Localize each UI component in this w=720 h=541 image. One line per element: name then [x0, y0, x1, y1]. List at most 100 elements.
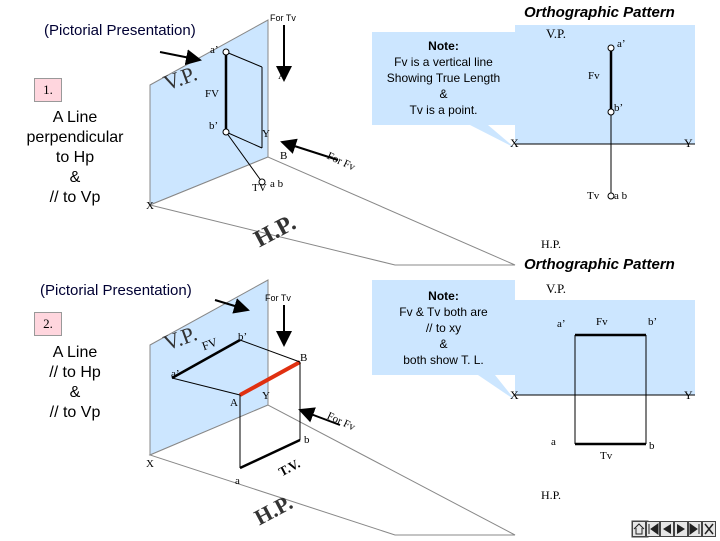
- description-2: A Line // to Hp & // to Vp: [10, 343, 140, 423]
- ortho-label-ab-1: a b: [614, 190, 628, 202]
- fv-line-2: [171, 338, 241, 380]
- point-b-dash-1: [222, 128, 230, 136]
- last-icon[interactable]: [688, 521, 702, 537]
- description-line: // to Vp: [49, 404, 101, 421]
- label-a-2: a: [235, 475, 240, 487]
- label-b-dash-2: b’: [238, 331, 248, 343]
- tv-line-2: [239, 438, 301, 470]
- note-line: &: [439, 337, 448, 351]
- description-line: to Hp: [55, 149, 95, 166]
- ortho-label-fv-1: Fv: [588, 70, 600, 82]
- arrow-for-fv-1: [280, 138, 339, 161]
- note-bubble-1: [372, 32, 515, 148]
- for-tv-label-2: For Tv: [265, 293, 291, 303]
- ortho-vp-label-1: V.P.: [546, 26, 567, 41]
- projector-b-2: [239, 339, 301, 363]
- description-line: // to Hp: [49, 364, 101, 381]
- ortho-point-tv-1: [607, 192, 615, 200]
- description-line: A Line: [52, 344, 98, 361]
- description-line: // to Vp: [49, 189, 101, 206]
- description-line: perpendicular: [26, 129, 124, 146]
- projector-a-2: [171, 377, 241, 396]
- label-b-2: b: [304, 434, 310, 446]
- pictorial-title-1: (Pictorial Presentation): [44, 22, 196, 39]
- label-ab: a b: [270, 178, 284, 190]
- ortho-point-b-dash-1: [607, 108, 615, 116]
- end-icon[interactable]: [702, 521, 716, 537]
- ortho-title-2: Orthographic Pattern: [524, 256, 675, 273]
- note-line: &: [439, 87, 448, 101]
- note-line: // to xy: [425, 321, 462, 335]
- ortho-label-b-2: b: [649, 440, 655, 452]
- ortho-label-Y-1: Y: [684, 136, 693, 150]
- ortho-title-1: Orthographic Pattern: [524, 4, 675, 21]
- note-heading: Note:: [428, 289, 459, 303]
- pointer-arrow-1: [159, 49, 202, 66]
- point-tv-1: [258, 178, 266, 186]
- ortho-label-tv-1: Tv: [587, 190, 600, 202]
- first-icon[interactable]: [646, 521, 660, 537]
- note-heading: Note:: [428, 39, 459, 53]
- note-line: Tv is a point.: [409, 103, 478, 117]
- ortho-label-tv-2: Tv: [600, 450, 613, 462]
- ortho-label-b-dash-1: b’: [614, 102, 624, 114]
- pointer-arrow-2: [214, 298, 250, 314]
- pictorial-title-2: (Pictorial Presentation): [40, 282, 192, 299]
- projector-b-1: [225, 131, 263, 149]
- description-1: A Line perpendicular to Hp & // to Vp: [10, 108, 140, 208]
- ortho-label-fv-2: Fv: [596, 316, 608, 328]
- ortho-label-a-2: a: [551, 436, 556, 448]
- ortho-hp-label-1: H.P.: [541, 237, 562, 251]
- ortho-label-Y-2: Y: [684, 388, 693, 402]
- label-b-dash: b’: [209, 120, 219, 132]
- ortho-hp-1: [515, 144, 695, 234]
- ortho-label-X-1: X: [510, 136, 519, 150]
- ortho-hp-2: [515, 395, 695, 485]
- next-icon[interactable]: [674, 521, 688, 537]
- label-a-dash: a’: [210, 44, 219, 56]
- arrow-for-fv-2: [298, 407, 341, 426]
- note-1: Note: Fv is a vertical line Showing True…: [372, 38, 515, 118]
- label-X: X: [146, 200, 154, 212]
- hp-plane-1: [148, 156, 516, 266]
- description-line: &: [69, 384, 81, 401]
- prev-icon[interactable]: [660, 521, 674, 537]
- note-line: Fv & Tv both are: [399, 305, 488, 319]
- ortho-label-X-2: X: [510, 388, 519, 402]
- ortho-vp-2: [515, 300, 695, 395]
- note-2: Note: Fv & Tv both are // to xy & both s…: [372, 288, 515, 368]
- hp-plane-2: [148, 404, 516, 536]
- ortho-vp-1: [515, 25, 695, 144]
- ortho-hp-label-2: H.P.: [541, 488, 562, 502]
- ortho-vp-label-2: V.P.: [546, 281, 567, 296]
- ortho-label-b-dash-2: b’: [648, 316, 658, 328]
- label-B-2: B: [300, 352, 308, 364]
- point-a-dash-1: [222, 48, 230, 56]
- home-icon[interactable]: [632, 521, 646, 537]
- label-Y-2: Y: [262, 390, 270, 402]
- ortho-label-a-dash-1: a’: [617, 38, 626, 50]
- ortho-label-a-dash-2: a’: [557, 318, 566, 330]
- note-line: Showing True Length: [386, 71, 501, 85]
- note-bubble-2: [372, 280, 515, 400]
- problem-number-1: 1.: [34, 78, 62, 102]
- label-B: B: [280, 150, 288, 162]
- label-fv: FV: [205, 88, 220, 100]
- tv-projector-1: [225, 131, 263, 183]
- problem-number-2: 2.: [34, 312, 62, 336]
- label-A: A: [278, 70, 286, 82]
- label-tv: TV: [252, 182, 267, 194]
- label-A-2: A: [230, 397, 238, 409]
- true-line-2: [239, 360, 301, 397]
- note-line: Fv is a vertical line: [394, 55, 493, 69]
- projector-a-1: [225, 51, 263, 68]
- description-line: A Line: [52, 109, 98, 126]
- label-Y: Y: [262, 128, 270, 140]
- note-line: both show T. L.: [403, 353, 484, 367]
- label-a-dash-2: a’: [171, 368, 180, 380]
- ortho-point-a-dash-1: [607, 44, 615, 52]
- label-X-2: X: [146, 458, 154, 470]
- description-line: &: [69, 169, 81, 186]
- for-tv-label-1: For Tv: [270, 13, 296, 23]
